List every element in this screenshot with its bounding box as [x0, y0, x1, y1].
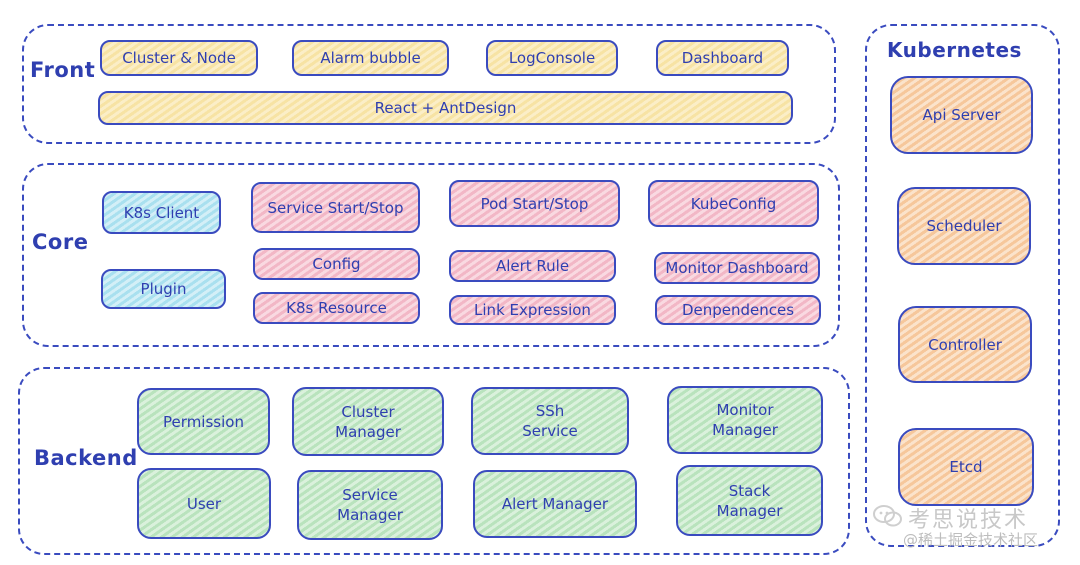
alert-manager-box: Alert Manager — [473, 470, 637, 538]
backend-label: Backend — [34, 446, 138, 470]
link-expression-box: Link Expression — [449, 295, 616, 325]
alert-rule-box: Alert Rule — [449, 250, 616, 282]
front-label: Front — [30, 58, 96, 82]
alarm-bubble-box: Alarm bubble — [292, 40, 449, 76]
ssh-service-box: SSh Service — [471, 387, 629, 455]
watermark-wechat-icon — [873, 505, 903, 527]
etcd-box: Etcd — [898, 428, 1034, 506]
scheduler-box: Scheduler — [897, 187, 1031, 265]
plugin-box: Plugin — [101, 269, 226, 309]
core-group — [22, 163, 840, 347]
monitor-manager-box: Monitor Manager — [667, 386, 823, 454]
watermark-line2: @稀土掘金技术社区 — [903, 531, 1039, 549]
api-server-box: Api Server — [890, 76, 1033, 154]
react-antdesign-box: React + AntDesign — [98, 91, 793, 125]
permission-box: Permission — [137, 388, 270, 455]
service-manager-box: Service Manager — [297, 470, 443, 540]
k8s-client-box: K8s Client — [102, 191, 221, 234]
k8s-resource-box: K8s Resource — [253, 292, 420, 324]
backend-group — [18, 367, 850, 555]
dashboard-box: Dashboard — [656, 40, 789, 76]
cluster-node-box: Cluster & Node — [100, 40, 258, 76]
config-box: Config — [253, 248, 420, 280]
watermark-line1: 考思说技术 — [908, 508, 1029, 533]
stack-manager-box: Stack Manager — [676, 465, 823, 536]
service-start-stop-box: Service Start/Stop — [251, 182, 420, 233]
controller-box: Controller — [898, 306, 1032, 383]
front-group — [22, 24, 836, 144]
pod-start-stop-box: Pod Start/Stop — [449, 180, 620, 227]
cluster-manager-box: Cluster Manager — [292, 387, 444, 456]
kubernetes-label: Kubernetes — [887, 38, 1022, 62]
user-box: User — [137, 468, 271, 539]
kubeconfig-box: KubeConfig — [648, 180, 819, 227]
kubernetes-group — [865, 24, 1060, 547]
monitor-dashboard-box: Monitor Dashboard — [654, 252, 820, 284]
dependences-box: Denpendences — [655, 295, 821, 325]
log-console-box: LogConsole — [486, 40, 618, 76]
core-label: Core — [32, 230, 89, 254]
